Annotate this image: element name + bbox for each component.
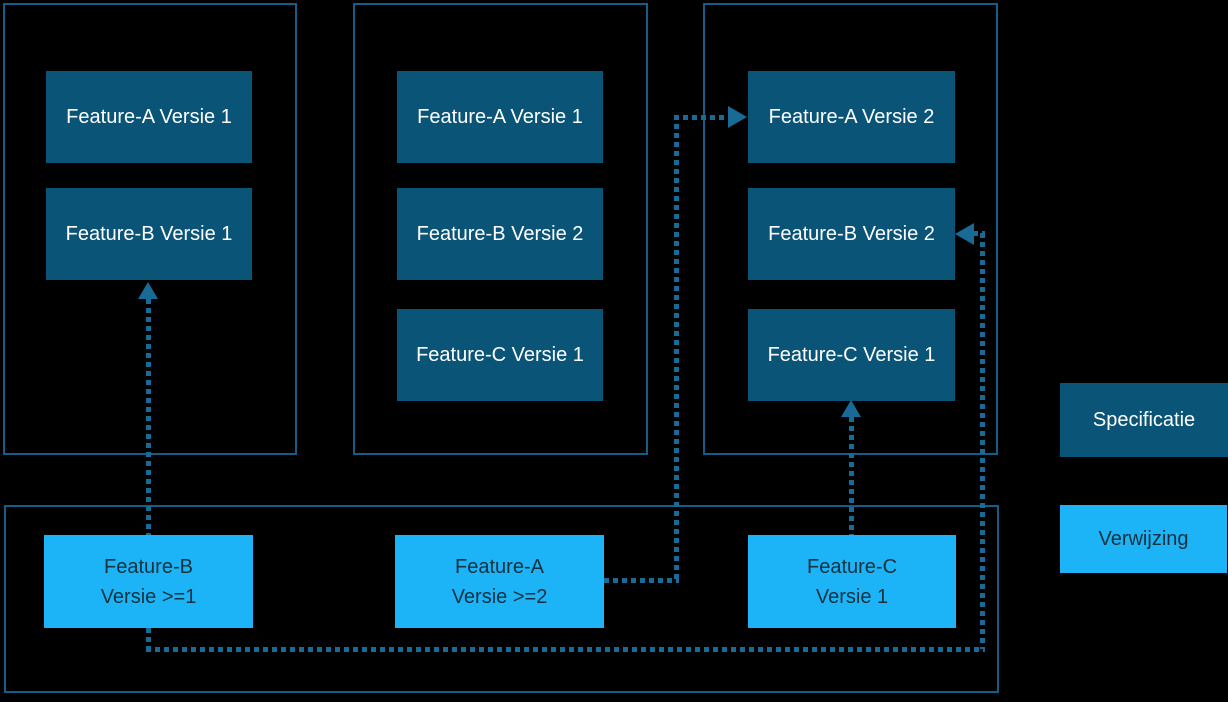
- spec-box-label: Feature-C Versie 1: [767, 343, 936, 366]
- spec-box-feature-c-v1: Feature-C Versie 1: [748, 309, 955, 401]
- connector-b2-stub: [146, 628, 151, 650]
- package-3: Feature-A Versie 2 Feature-B Versie 2 Fe…: [703, 3, 998, 455]
- connector-b2-elbow: [973, 231, 985, 236]
- ref-box-line2: Versie 1: [815, 585, 889, 608]
- spec-box-label: Feature-B Versie 2: [416, 222, 584, 245]
- spec-box-feature-a-v1: Feature-A Versie 1: [397, 71, 603, 163]
- spec-box-feature-c-v1: Feature-C Versie 1: [397, 309, 603, 401]
- spec-box-feature-b-v2: Feature-B Versie 2: [748, 188, 955, 280]
- spec-box-label: Feature-B Versie 2: [768, 222, 935, 245]
- package-2: Feature-A Versie 1 Feature-B Versie 2 Fe…: [353, 3, 648, 455]
- connector-c1-line: [849, 417, 854, 535]
- ref-box-feature-c: Feature-C Versie 1: [748, 535, 956, 628]
- legend-specification: Specificatie: [1060, 383, 1228, 457]
- connector-b2-vertical: [980, 233, 985, 649]
- connector-a2-horizontal: [674, 115, 728, 120]
- connector-a2-vertical: [674, 115, 679, 581]
- reference-package: Feature-B Versie >=1 Feature-A Versie >=…: [4, 505, 999, 693]
- spec-box-label: Feature-A Versie 1: [417, 105, 583, 128]
- spec-box-label: Feature-A Versie 2: [768, 105, 935, 128]
- ref-box-feature-a: Feature-A Versie >=2: [395, 535, 604, 628]
- ref-box-line1: Feature-A: [455, 555, 544, 578]
- spec-box-feature-b-v2: Feature-B Versie 2: [397, 188, 603, 280]
- spec-box-feature-a-v2: Feature-A Versie 2: [748, 71, 955, 163]
- package-1: Feature-A Versie 1 Feature-B Versie 1: [3, 3, 297, 455]
- connector-c1-arrowhead-icon: [841, 400, 861, 417]
- legend-reference-label: Verwijzing: [1098, 527, 1189, 550]
- ref-box-line1: Feature-B: [104, 555, 193, 578]
- spec-box-label: Feature-B Versie 1: [65, 222, 233, 245]
- connector-b1-line: [146, 299, 151, 535]
- connector-a2-stub: [604, 578, 679, 583]
- spec-box-label: Feature-C Versie 1: [416, 343, 584, 366]
- connector-b2-arrowhead-icon: [955, 223, 974, 245]
- ref-box-line2: Versie >=2: [451, 585, 548, 608]
- spec-box-feature-b-v1: Feature-B Versie 1: [46, 188, 252, 280]
- connector-b2-horizontal: [146, 647, 985, 652]
- legend-reference: Verwijzing: [1060, 505, 1227, 573]
- spec-box-feature-a-v1: Feature-A Versie 1: [46, 71, 252, 163]
- ref-box-line1: Feature-C: [806, 555, 898, 578]
- spec-box-label: Feature-A Versie 1: [66, 105, 232, 128]
- connector-b1-arrowhead-icon: [138, 282, 158, 299]
- legend-specification-label: Specificatie: [1092, 408, 1196, 431]
- connector-a2-arrowhead-icon: [728, 106, 747, 128]
- ref-box-feature-b: Feature-B Versie >=1: [44, 535, 253, 628]
- ref-box-line2: Versie >=1: [100, 585, 197, 608]
